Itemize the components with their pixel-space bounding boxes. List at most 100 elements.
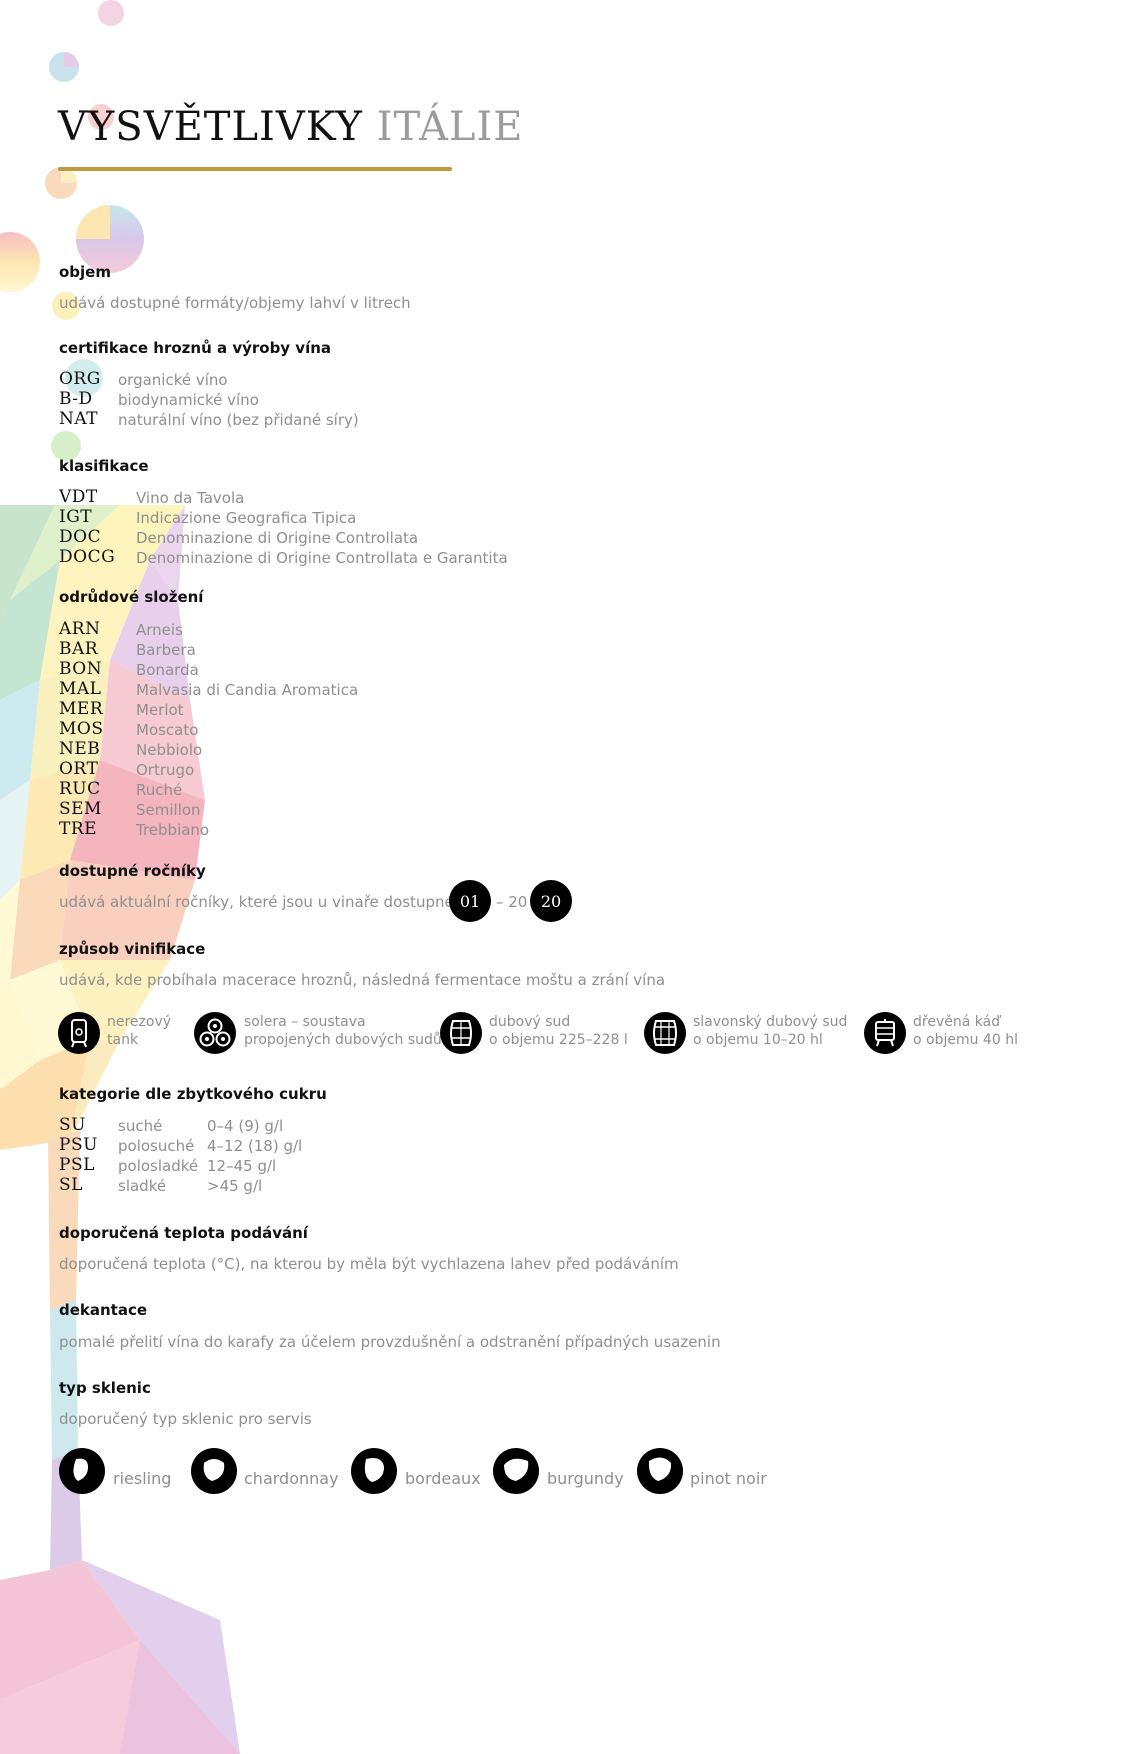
heading-sklenice: typ sklenic: [59, 1379, 151, 1397]
variety-code: MAL: [59, 679, 102, 699]
vinification-label-line: dubový sud: [489, 1014, 571, 1030]
vinification-label-line: nerezový: [107, 1014, 172, 1030]
title-underline: [58, 167, 452, 171]
vinification-label-line: solera – soustava: [244, 1014, 366, 1030]
variety-code: NEB: [59, 739, 101, 759]
page-title: VYSVĚTLIVKY ITÁLIE: [58, 104, 523, 150]
class-desc: Denominazione di Origine Controllata: [136, 529, 419, 547]
page-title-accent: ITÁLIE: [376, 104, 524, 150]
heading-teplota: doporučená teplota podávání: [59, 1224, 308, 1242]
sugar-value: 0–4 (9) g/l: [207, 1117, 284, 1135]
steel-tank-icon: [58, 1012, 100, 1054]
variety-code: RUC: [59, 779, 101, 799]
vinification-label-line: o objemu 10–20 hl: [693, 1032, 823, 1048]
heading-klasifikace: klasifikace: [59, 457, 149, 475]
variety-name: Bonarda: [136, 661, 199, 679]
vinification-label: dubový sud o objemu 225–228 l: [489, 1013, 628, 1049]
variety-name: Arneis: [136, 621, 183, 639]
class-code: IGT: [59, 507, 93, 527]
sugar-code: SL: [59, 1175, 83, 1195]
class-desc: Indicazione Geografica Tipica: [136, 509, 357, 527]
text-teplota: doporučená teplota (°C), na kterou by mě…: [59, 1255, 679, 1273]
sugar-code: PSU: [59, 1135, 98, 1155]
vinification-label-line: slavonský dubový sud: [693, 1014, 848, 1030]
cert-code: NAT: [59, 409, 99, 429]
page-title-main: VYSVĚTLIVKY: [58, 104, 363, 150]
variety-name: Trebbiano: [136, 821, 210, 839]
glass-label: riesling: [113, 1469, 172, 1488]
vinification-label: slavonský dubový sud o objemu 10–20 hl: [693, 1013, 847, 1049]
sugar-code: PSL: [59, 1155, 95, 1175]
variety-name: Nebbiolo: [136, 741, 203, 759]
slavonian-barrel-icon: [644, 1012, 686, 1054]
variety-code: MOS: [59, 719, 104, 739]
sugar-value: 4–12 (18) g/l: [207, 1137, 303, 1155]
sugar-value: 12–45 g/l: [207, 1157, 277, 1175]
glass-label: pinot noir: [690, 1469, 767, 1488]
cert-code: B-D: [59, 389, 93, 409]
class-code: VDT: [59, 487, 98, 507]
variety-name: Barbera: [136, 641, 196, 659]
class-code: DOC: [59, 527, 102, 547]
variety-code: MER: [59, 699, 104, 719]
glass-label: chardonnay: [244, 1469, 339, 1488]
text-vinifikace: udává, kde probíhala macerace hroznů, ná…: [59, 971, 666, 989]
vinification-label-line: dřevěná káď: [913, 1014, 1001, 1030]
vinification-label-line: o objemu 40 hl: [913, 1032, 1018, 1048]
text-dekantace: pomalé přelití vína do karafy za účelem …: [59, 1333, 721, 1351]
sugar-value: >45 g/l: [207, 1177, 263, 1195]
sugar-name: polosuché: [118, 1137, 195, 1155]
variety-name: Malvasia di Candia Aromatica: [136, 681, 359, 699]
cert-desc: organické víno: [118, 371, 228, 389]
wooden-vat-icon: [864, 1012, 906, 1054]
cert-desc: naturální víno (bez přidané síry): [118, 411, 359, 429]
sugar-name: sladké: [118, 1177, 167, 1195]
variety-code: ARN: [59, 619, 101, 639]
variety-name: Semillon: [136, 801, 201, 819]
heading-odrudy: odrůdové složení: [59, 588, 204, 606]
heading-rocniky: dostupné ročníky: [59, 862, 206, 880]
class-code: DOCG: [59, 547, 116, 567]
variety-code: TRE: [59, 819, 98, 839]
solera-icon: [194, 1012, 236, 1054]
cert-code: ORG: [59, 369, 101, 389]
class-desc: Denominazione di Origine Controllata e G…: [136, 549, 508, 567]
vinification-label: solera – soustava propojených dubových s…: [244, 1013, 442, 1049]
burgundy-glass-icon: [493, 1448, 539, 1494]
text-rocniky: udává aktuální ročníky, které jsou u vin…: [59, 893, 483, 911]
variety-name: Ruché: [136, 781, 183, 799]
variety-code: BON: [59, 659, 103, 679]
cert-desc: biodynamické víno: [118, 391, 259, 409]
vinification-label-line: tank: [107, 1032, 139, 1048]
sugar-name: suché: [118, 1117, 163, 1135]
vinification-label-line: o objemu 225–228 l: [489, 1032, 628, 1048]
bordeaux-glass-icon: [351, 1448, 397, 1494]
sugar-name: polosladké: [118, 1157, 199, 1175]
glass-label: burgundy: [547, 1469, 624, 1488]
heading-certifikace: certifikace hroznů a výroby vína: [59, 339, 332, 357]
variety-name: Ortrugo: [136, 761, 195, 779]
oak-barrel-icon: [440, 1012, 482, 1054]
class-desc: Vino da Tavola: [136, 489, 245, 507]
variety-name: Merlot: [136, 701, 184, 719]
vintage-separator: – 20: [496, 893, 528, 911]
vinification-label-line: propojených dubových sudů: [244, 1032, 442, 1048]
variety-name: Moscato: [136, 721, 199, 739]
vinification-label: nerezový tank: [107, 1013, 171, 1049]
text-objem: udává dostupné formáty/objemy lahví v li…: [59, 294, 411, 312]
sugar-code: SU: [59, 1115, 86, 1135]
riesling-glass-icon: [59, 1448, 105, 1494]
heading-dekantace: dekantace: [59, 1301, 148, 1319]
heading-vinifikace: způsob vinifikace: [59, 940, 206, 958]
vintage-badge-from: 01: [449, 880, 491, 922]
heading-objem: objem: [59, 263, 111, 281]
glass-label: bordeaux: [405, 1469, 481, 1488]
heading-cukr: kategorie dle zbytkového cukru: [59, 1085, 327, 1103]
text-sklenice: doporučený typ sklenic pro servis: [59, 1410, 312, 1428]
variety-code: BAR: [59, 639, 99, 659]
chardonnay-glass-icon: [191, 1448, 237, 1494]
variety-code: SEM: [59, 799, 102, 819]
vintage-badge-to: 20: [530, 880, 572, 922]
pinot-noir-glass-icon: [637, 1448, 683, 1494]
